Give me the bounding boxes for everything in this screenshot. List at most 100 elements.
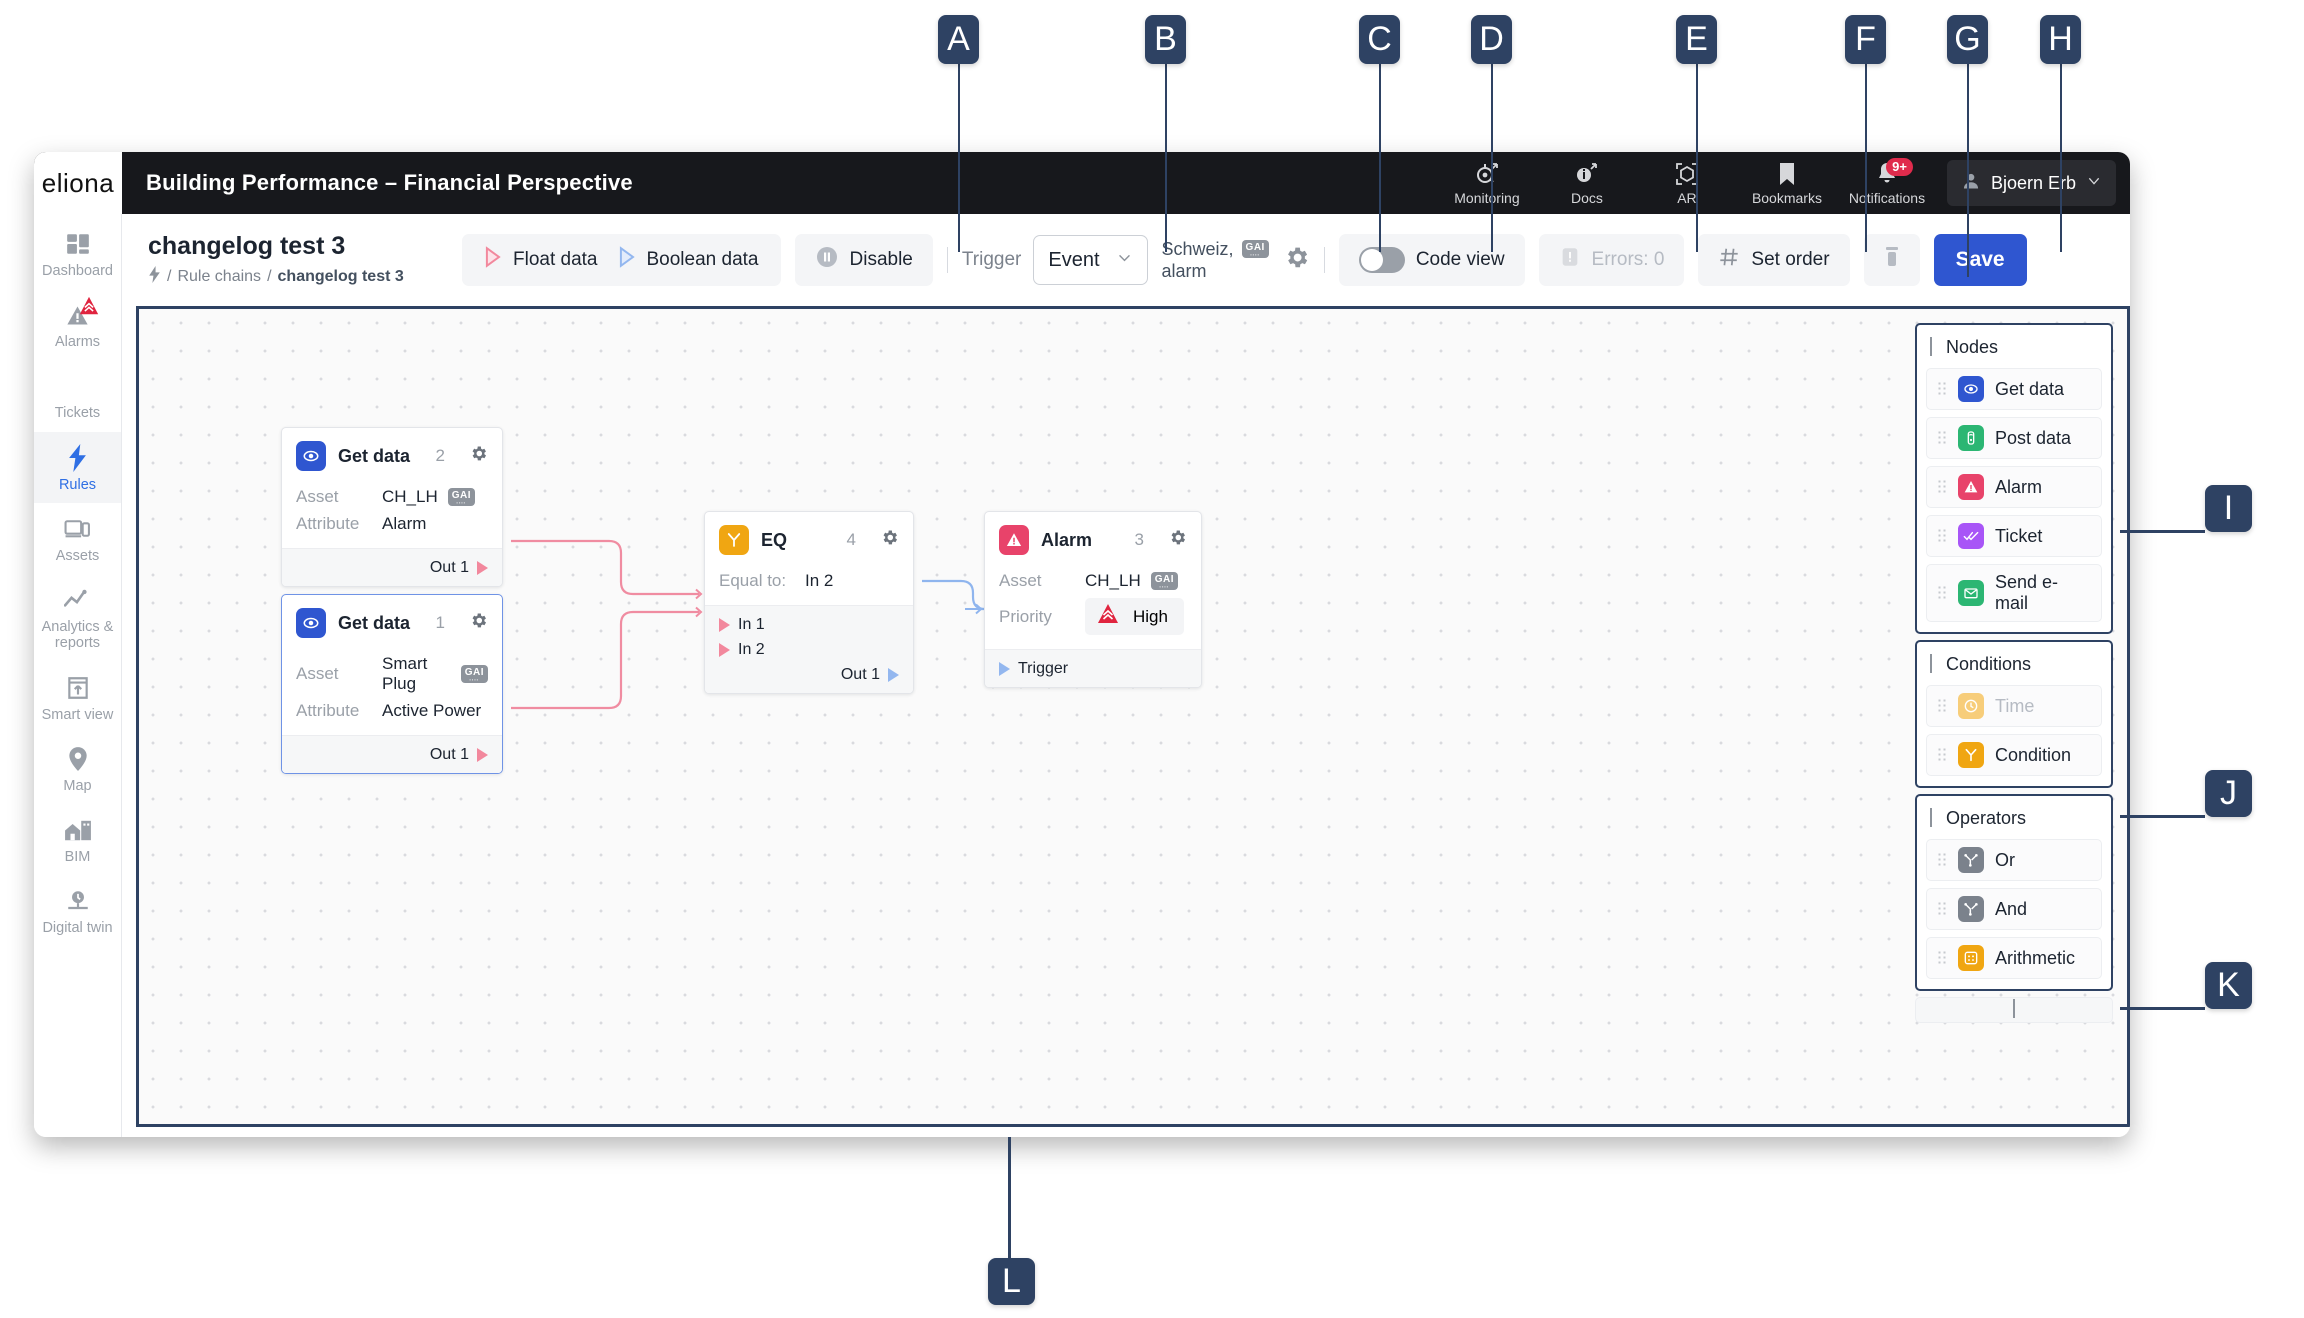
chevron-up-icon[interactable] xyxy=(1930,336,1932,357)
topnav-item-notifications[interactable]: Notifications 9+ xyxy=(1837,152,1937,214)
sidebar-item-bim[interactable]: BIM xyxy=(34,804,121,875)
palette-item-post-data[interactable]: Post data xyxy=(1926,417,2102,459)
node-row: Attribute Active Power xyxy=(296,701,488,721)
palette-item-label: Get data xyxy=(1995,378,2065,399)
save-button[interactable]: Save xyxy=(1933,234,2027,286)
alarm-icon xyxy=(1958,474,1984,500)
sidebar-item-dashboard[interactable]: Dashboard xyxy=(34,218,121,289)
sidebar-item-tickets[interactable]: Tickets xyxy=(34,360,121,431)
palette-item-get-data[interactable]: Get data xyxy=(1926,368,2102,410)
chevron-up-icon[interactable] xyxy=(1930,807,1932,828)
callout-marker-k: K xyxy=(2205,962,2252,1009)
legend-float-data: Float data xyxy=(478,246,604,274)
drag-handle-icon[interactable] xyxy=(1937,528,1947,544)
rule-toolbar: changelog test 3 / Rule chains / changel… xyxy=(122,214,2130,306)
delete-button[interactable] xyxy=(1863,234,1920,286)
node-ports: In 1 In 2 Out 1 xyxy=(705,605,913,693)
topnav-item-ar[interactable]: AR xyxy=(1637,152,1737,214)
node-number: 2 xyxy=(435,446,445,465)
node-ports: Out 1 xyxy=(282,548,502,586)
gear-icon[interactable] xyxy=(469,611,488,635)
palette-collapse-button[interactable] xyxy=(1915,997,2113,1023)
settings-button[interactable] xyxy=(1283,244,1310,276)
callout-leader-line xyxy=(2120,815,2205,818)
chevron-up-icon[interactable] xyxy=(1930,653,1932,674)
node-row-key: Asset xyxy=(296,664,339,683)
code-view-button[interactable]: Code view xyxy=(1338,234,1525,286)
node-input-port[interactable]: In 2 xyxy=(719,637,899,662)
sidebar-item-rules[interactable]: Rules xyxy=(34,431,121,503)
palette-item-alarm[interactable]: Alarm xyxy=(1926,466,2102,508)
bookmarks-icon xyxy=(1776,161,1798,187)
canvas-node-alarm-3[interactable]: Alarm 3 Asset CH_LH GAI▪▪▪▪ Priority Hig… xyxy=(984,511,1202,688)
drag-handle-icon[interactable] xyxy=(1937,381,1947,397)
node-row-value: Smart Plug xyxy=(382,654,428,693)
canvas-node-get-data-2[interactable]: Get data 2 Asset CH_LH GAI▪▪▪▪ Attribute… xyxy=(281,427,503,587)
drag-handle-icon[interactable] xyxy=(1937,585,1947,601)
topnav-item-bookmarks[interactable]: Bookmarks xyxy=(1737,152,1837,214)
rule-chain-canvas[interactable]: Get data 2 Asset CH_LH GAI▪▪▪▪ Attribute… xyxy=(136,306,2130,1127)
node-input-port[interactable]: Trigger xyxy=(999,656,1187,681)
node-body: Equal to: In 2 xyxy=(705,571,913,605)
palette-item-send-e-mail[interactable]: Send e-mail xyxy=(1926,564,2102,622)
topnav-item-monitoring[interactable]: Monitoring xyxy=(1437,152,1537,214)
gear-icon[interactable] xyxy=(1168,528,1187,552)
drag-handle-icon[interactable] xyxy=(1937,901,1947,917)
palette-item-time[interactable]: Time xyxy=(1926,685,2102,727)
sidebar-item-analytics-reports[interactable]: Analytics & reports xyxy=(34,574,121,661)
sidebar-item-map[interactable]: Map xyxy=(34,733,121,804)
sidebar-item-digital-twin[interactable]: Digital twin xyxy=(34,875,121,946)
canvas-node-get-data-1[interactable]: Get data 1 Asset Smart Plug GAI▪▪▪▪ Attr… xyxy=(281,594,503,774)
smart-view-icon xyxy=(65,673,91,703)
palette-group-header[interactable]: Operators xyxy=(1926,804,2102,839)
gear-icon xyxy=(1283,244,1310,276)
node-number: 3 xyxy=(1134,530,1144,549)
errors-button[interactable]: Errors: 0 xyxy=(1538,234,1685,286)
canvas-node-eq-4[interactable]: EQ 4 Equal to: In 2 In 1 In 2 Out 1 xyxy=(704,511,914,694)
breadcrumb-rule-chains[interactable]: Rule chains xyxy=(177,268,262,285)
drag-handle-icon[interactable] xyxy=(1937,950,1947,966)
palette-item-condition[interactable]: Condition xyxy=(1926,734,2102,776)
palette-item-arithmetic[interactable]: Arithmetic xyxy=(1926,937,2102,979)
gai-badge: GAI▪▪▪▪ xyxy=(447,487,476,507)
callout-leader-line xyxy=(1008,1137,1011,1258)
brand-logo[interactable]: eliona xyxy=(34,152,122,214)
clock-icon xyxy=(1958,693,1984,719)
sidebar-item-smart-view[interactable]: Smart view xyxy=(34,662,121,733)
palette-group-header[interactable]: Nodes xyxy=(1926,333,2102,368)
node-input-port[interactable]: In 1 xyxy=(719,612,899,637)
topnav-item-docs[interactable]: Docs xyxy=(1537,152,1637,214)
drag-handle-icon[interactable] xyxy=(1937,479,1947,495)
node-output-port[interactable]: Out 1 xyxy=(296,742,488,767)
sidebar-item-alarms[interactable]: Alarms xyxy=(34,289,121,360)
code-view-toggle[interactable] xyxy=(1358,247,1405,273)
toolbar-divider-2 xyxy=(1323,247,1325,273)
edge-path xyxy=(511,610,699,710)
breadcrumb-current: changelog test 3 xyxy=(277,268,404,285)
callout-leader-line xyxy=(2120,1007,2205,1010)
drag-handle-icon[interactable] xyxy=(1937,430,1947,446)
drag-handle-icon[interactable] xyxy=(1937,747,1947,763)
node-output-port[interactable]: Out 1 xyxy=(296,555,488,580)
set-order-button[interactable]: Set order xyxy=(1698,234,1850,286)
sidebar-item-assets[interactable]: Assets xyxy=(34,503,121,574)
node-title: EQ xyxy=(761,529,788,550)
node-output-port[interactable]: Out 1 xyxy=(719,662,899,687)
port-label: In 2 xyxy=(738,640,765,658)
palette-group-header[interactable]: Conditions xyxy=(1926,650,2102,685)
node-row-value: In 2 xyxy=(805,571,834,590)
drag-handle-icon[interactable] xyxy=(1937,852,1947,868)
node-row: Asset CH_LH GAI▪▪▪▪ xyxy=(296,487,488,507)
digital-twin-icon xyxy=(65,886,91,916)
gear-icon[interactable] xyxy=(469,444,488,468)
user-menu[interactable]: Bjoern Erb xyxy=(1946,160,2116,206)
palette-item-ticket[interactable]: Ticket xyxy=(1926,515,2102,557)
drag-handle-icon[interactable] xyxy=(1937,698,1947,714)
disable-button[interactable]: Disable xyxy=(794,234,933,286)
trigger-select[interactable]: Event xyxy=(1033,235,1148,285)
palette-item-and[interactable]: And xyxy=(1926,888,2102,930)
node-row-value-wrap: Smart Plug GAI▪▪▪▪ xyxy=(382,654,488,694)
palette-item-or[interactable]: Or xyxy=(1926,839,2102,881)
callout-leader-line xyxy=(2060,62,2062,252)
gear-icon[interactable] xyxy=(880,528,899,552)
